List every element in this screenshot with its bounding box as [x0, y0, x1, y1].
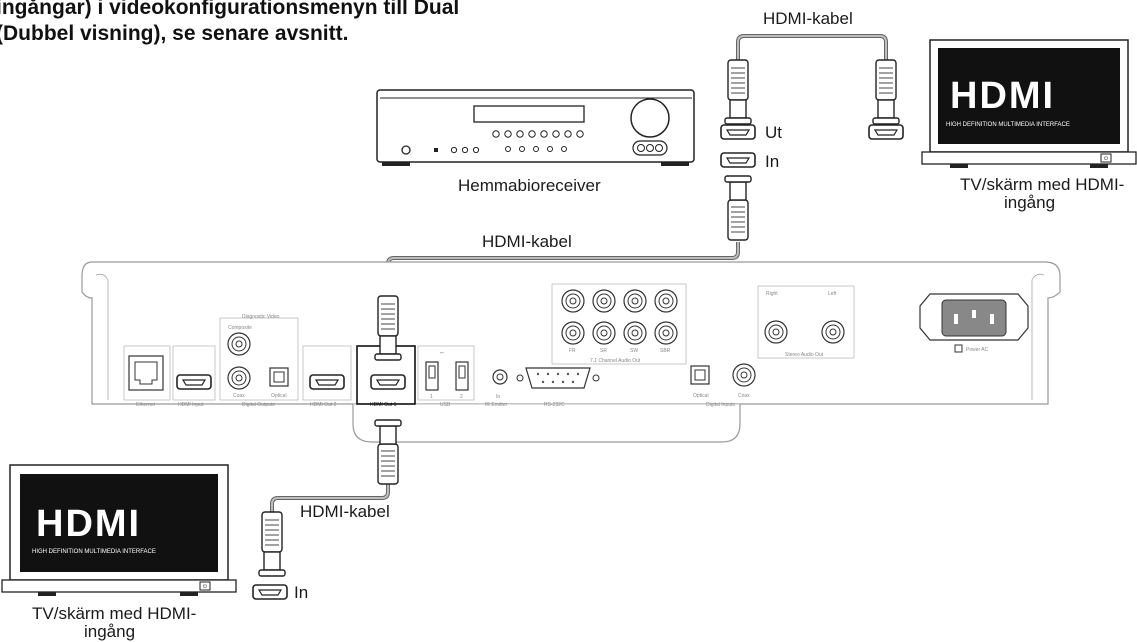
rs232c-port [525, 367, 591, 389]
audio-out-sbr [654, 321, 678, 345]
receiver-in-label: In [765, 152, 779, 171]
home-theater-receiver [376, 89, 695, 166]
receiver-hdmi-out-socket [720, 124, 756, 140]
optical-in-port [690, 365, 710, 385]
ethernet-port [128, 355, 164, 391]
audio-out-fr [561, 321, 585, 345]
stereo-out-left [821, 320, 845, 344]
sw-label: SW [630, 348, 638, 354]
composite-port [227, 332, 251, 356]
coax-in-label: Coax [738, 393, 750, 399]
receiver-hdmi-in-socket [720, 152, 756, 168]
header-line-2: (Dubbel visning), se senare avsnitt. [0, 22, 348, 45]
optical-out-port [269, 367, 289, 387]
usb-1-label: 1 [430, 394, 433, 400]
hdmi-plug-receiver-in [724, 175, 752, 241]
coax-in-port [732, 363, 756, 387]
hdmi-out-2-label: HDMI Out 2 [310, 402, 337, 408]
usb-icon: ⭠ [440, 350, 444, 356]
rs232c-label: RS-232C [544, 402, 565, 408]
hdmi-plug-receiver-out [724, 59, 752, 125]
diagnostic-video-label: Diagnostic Video [242, 314, 280, 320]
hdmi-input-port [176, 374, 212, 390]
hdmi-plug-tv-left [258, 511, 286, 577]
tv-right-logo-tagline: HIGH DEFINITION MULTIMEDIA INTERFACE [946, 122, 1070, 128]
ir-emitter-label: IR Emitter [485, 402, 508, 408]
volume-knob [630, 98, 670, 138]
optical-in-label: Optical [693, 393, 709, 399]
usb-2-label: 2 [460, 394, 463, 400]
tv-right-hdmi-socket [868, 124, 904, 140]
usb-label: USB [440, 402, 451, 408]
digital-outputs-label: Digital Outputs [242, 402, 275, 408]
player-rear-panel: Ethernet HDMI Input Diagnostic Video Com… [81, 261, 1061, 443]
audio-out-sl [592, 289, 616, 313]
tv-right-screen [938, 48, 1120, 144]
optical-out-label: Optical [271, 393, 287, 399]
tv-left-logo-tagline: HIGH DEFINITION MULTIMEDIA INTERFACE [32, 549, 156, 555]
tv-left-in-label: In [294, 583, 308, 602]
tv-right: HDMI HIGH DEFINITION MULTIMEDIA INTERFAC… [921, 39, 1137, 168]
tv-left-hdmi-logo: HDMI [36, 503, 141, 545]
tv-right-hdmi-logo: HDMI [950, 75, 1055, 117]
tv-left-power-icon: ⏻ [203, 584, 207, 590]
hdmi-out-1-port [370, 374, 406, 390]
ethernet-label: Ethernet [136, 402, 156, 408]
fr-label: FR [569, 348, 576, 354]
receiver-buttons-row-1 [492, 130, 584, 138]
audio-out-sr [592, 321, 616, 345]
receiver-label: Hemmabioreceiver [458, 176, 601, 195]
tv-right-power-icon: ⏻ [1104, 156, 1108, 162]
sbr-label: SBR [660, 348, 671, 354]
audio-out-sw [623, 321, 647, 345]
header-line-1: ingångar) i videokonfigurationsmenyn til… [0, 0, 459, 19]
composite-label: Composite [228, 325, 252, 331]
power-ac-label: Power AC [966, 347, 989, 353]
hdmi-input-label: HDMI Input [178, 402, 204, 408]
cable-label-top: HDMI-kabel [763, 9, 853, 28]
tv-left: HDMI HIGH DEFINITION MULTIMEDIA INTERFAC… [1, 464, 237, 596]
sr-label: SR [600, 348, 607, 354]
stereo-out-right [764, 320, 788, 344]
channel-audio-out-label: 7.1 Channel Audio Out [590, 358, 641, 364]
tv-left-hdmi-socket [252, 584, 288, 600]
receiver-buttons-row-2 [505, 146, 567, 152]
receiver-out-label: Ut [765, 123, 782, 142]
ir-in-label: In [496, 394, 500, 400]
audio-out-fl [561, 289, 585, 313]
audio-out-c [623, 289, 647, 313]
tv-right-label-line-1: TV/skärm med HDMI- [960, 175, 1124, 194]
hdmi-out-2-port [309, 374, 345, 390]
tv-right-label-line-2: ingång [1004, 193, 1055, 212]
coax-out-label: Coax [233, 393, 245, 399]
tv-left-label-line-2: ingång [84, 622, 135, 641]
right-label: Right [766, 291, 778, 297]
cable-label-bottom: HDMI-kabel [300, 502, 390, 521]
cable-label-middle: HDMI-kabel [482, 232, 572, 251]
audio-out-sbl [654, 289, 678, 313]
hdmi-plug-tv-right [872, 59, 900, 125]
tv-left-screen [20, 474, 218, 572]
hdmi-cable-top [736, 34, 888, 60]
left-label: Left [828, 291, 837, 297]
hdmi-out-1-label: HDMI Out 1 [370, 402, 397, 408]
coax-out-port [227, 366, 251, 390]
tv-left-label-line-1: TV/skärm med HDMI- [32, 604, 196, 623]
digital-inputs-label: Digital Inputs [706, 402, 735, 408]
stereo-audio-out-label: Stereo Audio Out [785, 352, 824, 358]
